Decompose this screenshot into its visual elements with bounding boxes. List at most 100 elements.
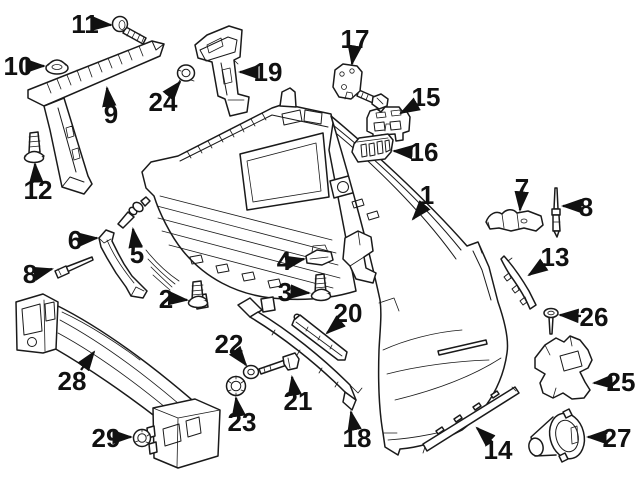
part-4-clip[interactable] — [305, 244, 334, 266]
callout-29[interactable]: 29 — [92, 423, 134, 453]
callout-number[interactable]: 2 — [159, 284, 173, 314]
callout-27[interactable]: 27 — [585, 423, 632, 453]
callout-number[interactable]: 3 — [278, 277, 292, 307]
callout-number[interactable]: 18 — [343, 423, 372, 453]
callout-28[interactable]: 28 — [58, 350, 96, 396]
callout-17[interactable]: 17 — [341, 24, 370, 67]
callout-2[interactable]: 2 — [159, 284, 190, 314]
callout-arrow — [162, 80, 182, 101]
callout-number[interactable]: 22 — [215, 329, 244, 359]
callout-number[interactable]: 17 — [341, 24, 370, 54]
callout-number[interactable]: 6 — [68, 225, 82, 255]
callout-number[interactable]: 13 — [541, 242, 570, 272]
callout-23[interactable]: 23 — [228, 395, 257, 437]
callout-14[interactable]: 14 — [475, 426, 513, 465]
callout-number[interactable]: 26 — [580, 302, 609, 332]
part-bumper-inner-shell[interactable] — [141, 87, 357, 313]
callout-8[interactable]: 8 — [560, 192, 593, 222]
callout-number[interactable]: 11 — [71, 9, 99, 39]
callout-9[interactable]: 9 — [102, 85, 118, 129]
part-12-screw[interactable] — [23, 131, 45, 164]
part-11-screw[interactable] — [111, 15, 147, 45]
part-18-lower-rail[interactable] — [237, 297, 363, 411]
part-9-corner-molding[interactable] — [27, 40, 165, 195]
callout-arrow — [527, 258, 549, 277]
callout-arrow — [287, 374, 302, 397]
callout-number[interactable]: 8 — [579, 192, 593, 222]
callout-11[interactable]: 11 — [71, 9, 114, 39]
callout-15[interactable]: 15 — [399, 82, 441, 115]
callout-19[interactable]: 19 — [237, 57, 283, 87]
callout-arrow — [411, 200, 431, 221]
part-13-side-strip[interactable] — [500, 255, 537, 310]
part-8-pin-left[interactable] — [54, 256, 94, 279]
part-5-push-pin[interactable] — [117, 196, 151, 229]
callout-3[interactable]: 3 — [278, 277, 312, 307]
callout-21[interactable]: 21 — [284, 374, 313, 416]
callout-number[interactable]: 23 — [228, 407, 257, 437]
callout-5[interactable]: 5 — [128, 226, 144, 269]
callout-25[interactable]: 25 — [591, 367, 636, 397]
part-28-impact-bar[interactable] — [15, 293, 221, 469]
part-19-side-bracket[interactable] — [194, 25, 250, 117]
callout-number[interactable]: 10 — [4, 51, 33, 81]
callout-number[interactable]: 20 — [334, 298, 363, 328]
callout-number[interactable]: 9 — [104, 99, 118, 129]
callout-18[interactable]: 18 — [343, 409, 372, 453]
callout-number[interactable]: 24 — [149, 87, 178, 117]
part-10-push-nut[interactable] — [45, 59, 69, 75]
callout-number[interactable]: 27 — [603, 423, 632, 453]
callout-26[interactable]: 26 — [557, 302, 609, 332]
callout-number[interactable]: 25 — [607, 367, 636, 397]
callout-arrow — [514, 190, 529, 213]
callout-10[interactable]: 10 — [4, 51, 47, 81]
callout-number[interactable]: 28 — [58, 366, 87, 396]
callout-24[interactable]: 24 — [149, 80, 182, 117]
callout-4[interactable]: 4 — [277, 246, 307, 276]
part-3-bolt[interactable] — [310, 273, 332, 302]
callout-number[interactable]: 14 — [484, 435, 513, 465]
callout-number[interactable]: 19 — [254, 57, 283, 87]
callout-arrow — [228, 345, 248, 367]
callout-number[interactable]: 4 — [277, 246, 292, 276]
callout-number[interactable]: 7 — [515, 173, 529, 203]
callout-number[interactable]: 12 — [24, 175, 53, 205]
part-16-slotted-bracket[interactable] — [351, 133, 394, 163]
callout-7[interactable]: 7 — [514, 173, 529, 213]
part-21-rod[interactable] — [258, 352, 300, 375]
callout-22[interactable]: 22 — [215, 329, 248, 367]
callout-number[interactable]: 1 — [420, 180, 434, 210]
part-29-nut[interactable] — [132, 428, 152, 448]
callout-arrow — [77, 232, 100, 247]
part-23-nut[interactable] — [225, 375, 247, 397]
callout-number[interactable]: 5 — [130, 239, 144, 269]
part-22-washer[interactable] — [242, 364, 260, 380]
callout-number[interactable]: 16 — [410, 137, 439, 167]
part-24-grommet[interactable] — [176, 64, 196, 86]
callout-20[interactable]: 20 — [325, 298, 363, 335]
part-1-bumper-cover[interactable] — [330, 115, 509, 456]
callout-number[interactable]: 21 — [284, 386, 313, 416]
callout-1[interactable]: 1 — [411, 180, 434, 221]
callout-number[interactable]: 15 — [412, 82, 441, 112]
callout-16[interactable]: 16 — [391, 137, 439, 167]
part-6-bracket[interactable] — [98, 229, 148, 299]
callout-number[interactable]: 29 — [92, 423, 121, 453]
callout-12[interactable]: 12 — [24, 161, 53, 205]
callout-arrow — [128, 226, 143, 249]
callout-8[interactable]: 8 — [23, 259, 54, 289]
callout-13[interactable]: 13 — [527, 242, 570, 277]
part-26-screw[interactable] — [543, 307, 559, 335]
callout-6[interactable]: 6 — [68, 225, 100, 255]
part-27-sensor-cup[interactable] — [527, 408, 589, 463]
part-8-pin-right[interactable] — [551, 187, 561, 238]
part-17-bracket-with-bolt[interactable] — [332, 63, 389, 110]
part-14-lower-strip[interactable] — [422, 386, 520, 454]
part-25-bracket[interactable] — [534, 335, 593, 400]
callout-arrow — [391, 145, 414, 160]
part-20-slat[interactable] — [291, 313, 348, 361]
part-7-side-bracket[interactable] — [485, 209, 544, 232]
callout-arrow — [557, 308, 582, 324]
callout-number[interactable]: 8 — [23, 259, 37, 289]
